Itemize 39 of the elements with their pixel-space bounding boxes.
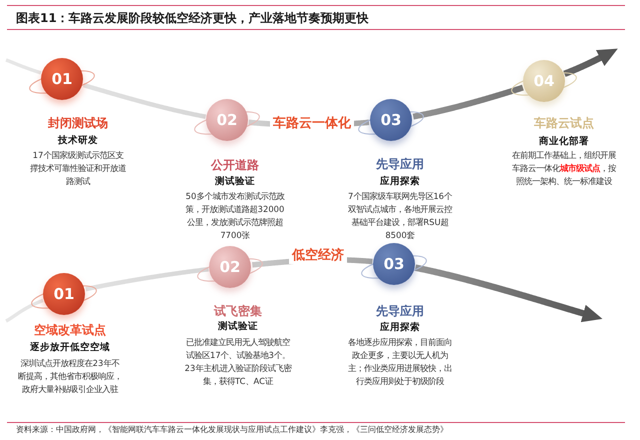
timeline-line bbox=[82, 82, 207, 119]
stage-heading: 封闭测试场 bbox=[48, 116, 108, 130]
stage-subheading: 应用探索 bbox=[380, 176, 420, 188]
stage-description: 各地逐步应用探索，目前面向政企更多，主要以无人机为主；作业类应用进展较快，出行类应用则处于初级阶段 bbox=[347, 336, 453, 388]
stage-description: 17个国家级测试示范区支撑技术可靠性验证和开放道路测试 bbox=[30, 148, 126, 188]
stage-heading: 先导应用 bbox=[376, 156, 424, 172]
stage-subheading: 商业化部署 bbox=[539, 136, 589, 148]
timeline-line bbox=[4, 298, 44, 323]
timeline-arrow bbox=[413, 264, 602, 322]
edge-label: 低空经济 bbox=[289, 248, 347, 264]
edge-label: 车路云一体化 bbox=[270, 116, 354, 132]
step-circle: 02 bbox=[209, 246, 251, 288]
stage-description: 在前期工作基础上，组织开展车路云一体化城市级试点，按照统一架构、统一标准建设 bbox=[511, 148, 617, 188]
stage-heading: 试飞密集 bbox=[214, 304, 262, 318]
figure-title: 图表11：车路云发展阶段较低空经济更快，产业落地节奏预期更快 bbox=[16, 10, 369, 26]
stage-subheading: 测试验证 bbox=[218, 321, 258, 333]
step-circle: 03 bbox=[370, 99, 412, 141]
timeline-line bbox=[4, 58, 42, 75]
source-note: 资料来源：中国政府网，《智能网联汽车车路云一体化发展现状与应用试点工作建议》李克强，《三问低空经济发展态势》 bbox=[16, 424, 448, 434]
stage-subheading: 技术研发 bbox=[58, 135, 98, 147]
stage-heading: 车路云试点 bbox=[534, 116, 594, 130]
timeline-line bbox=[84, 267, 210, 292]
stage-description: 已批准建立民用无人驾驶航空试验区17个、试验基地3个。23年主机进入验证阶段试飞密集，获得TC、AC证 bbox=[184, 336, 293, 388]
stage-heading: 先导应用 bbox=[376, 304, 424, 318]
step-circle: 04 bbox=[523, 60, 565, 102]
step-circle: 03 bbox=[373, 243, 415, 285]
stage-description: 深圳试点开放程度在23年不断提高，其他省市积极响应，政府大量补贴吸引企业入驻 bbox=[18, 356, 122, 396]
timeline-arrow bbox=[562, 48, 618, 77]
stage-description: 50多个城市发布测试示范政策，开放测试道路超32000公里，发放测试示范牌照超7700张 bbox=[185, 190, 285, 242]
step-circle: 01 bbox=[41, 58, 83, 100]
stage-subheading: 测试验证 bbox=[215, 176, 255, 188]
stage-heading: 空域改革试点 bbox=[34, 322, 106, 338]
stage-subheading: 应用探索 bbox=[380, 322, 420, 334]
step-circle: 01 bbox=[43, 273, 85, 315]
stage-subheading: 逐步放开低空空域 bbox=[30, 342, 110, 354]
stage-heading: 公开道路 bbox=[211, 158, 259, 172]
timeline-line bbox=[411, 84, 526, 120]
step-circle: 02 bbox=[206, 99, 248, 141]
stage-description: 7个国家级车联网先导区16个双智试点城市，各地开展云控基础平台建设，部署RSU超8500套 bbox=[347, 190, 453, 242]
